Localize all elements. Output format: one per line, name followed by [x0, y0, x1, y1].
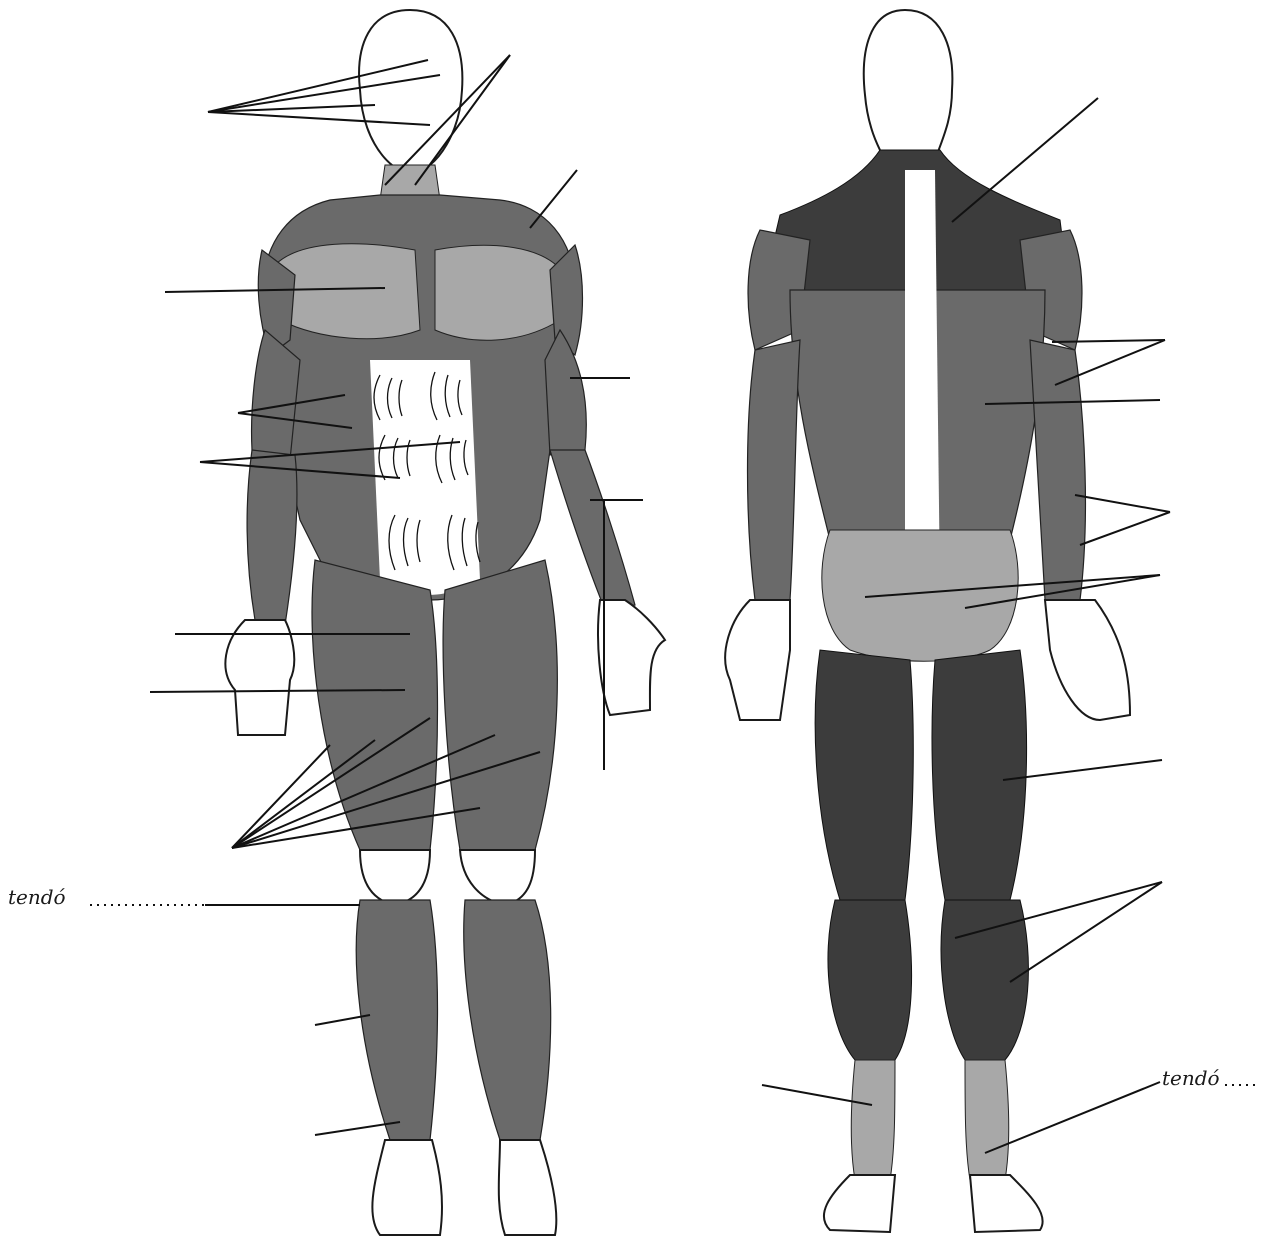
back-head	[864, 10, 953, 160]
front-shin-left	[356, 900, 437, 1140]
back-gluteus	[822, 530, 1018, 661]
front-figure	[225, 10, 665, 1235]
back-spine	[905, 170, 940, 590]
front-hand-left	[225, 620, 294, 735]
front-knee-right	[460, 850, 535, 905]
back-figure	[725, 10, 1130, 1232]
front-pectoral-right	[435, 245, 565, 340]
back-foot-left	[824, 1175, 895, 1232]
front-tendon-label: tendó	[8, 885, 66, 909]
front-shin-right	[464, 900, 551, 1140]
back-achilles-right	[965, 1060, 1009, 1180]
front-foot-right	[499, 1140, 557, 1235]
front-thigh-right	[443, 560, 557, 850]
back-achilles-left	[851, 1060, 895, 1180]
back-hand-left	[725, 600, 790, 720]
back-arm-left	[748, 340, 801, 600]
back-thigh-right	[932, 650, 1027, 900]
front-arm-right-forearm	[550, 450, 635, 610]
front-arm-left-forearm	[247, 450, 297, 625]
back-calf-right	[941, 900, 1028, 1060]
front-arm-right-upper	[545, 330, 586, 455]
back-tendon-label: tendó	[1162, 1066, 1220, 1090]
front-foot-left	[372, 1140, 442, 1235]
front-hand-right	[598, 600, 665, 715]
front-head	[359, 10, 462, 175]
front-knee-left	[360, 850, 430, 905]
back-calf-left	[828, 900, 912, 1060]
front-pectoral-left	[275, 244, 420, 339]
back-hand-right	[1045, 600, 1130, 720]
back-foot-right	[970, 1175, 1043, 1232]
back-thigh-left	[815, 650, 913, 900]
back-arm-right	[1030, 340, 1085, 600]
